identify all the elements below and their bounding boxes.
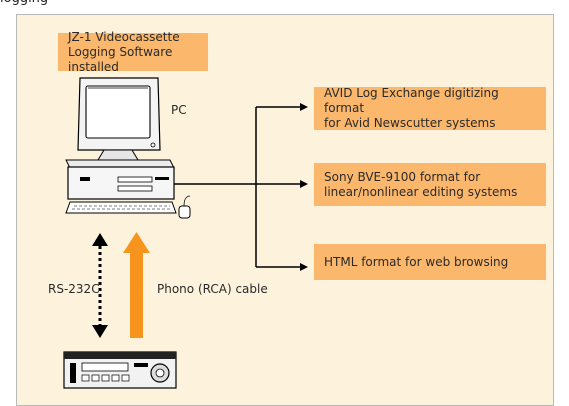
phono-cable-arrow	[123, 232, 150, 338]
output-box-avid: AVID Log Exchange digitizing format for …	[314, 86, 546, 130]
software-box: JZ-1 Videocassette Logging Software inst…	[58, 30, 208, 74]
software-box-text: JZ-1 Videocassette Logging Software inst…	[68, 29, 180, 74]
pc-label: PC	[171, 103, 187, 117]
output-box-html-text: HTML format for web browsing	[324, 254, 509, 269]
mouse-icon	[178, 195, 191, 219]
rs232c-bidirectional-arrow	[92, 233, 108, 338]
phono-cable-label: Phono (RCA) cable	[157, 282, 268, 296]
vcr-deck-icon	[63, 351, 177, 389]
cropped-heading: logging	[0, 0, 569, 14]
output-connector-lines	[174, 103, 308, 271]
output-box-avid-text: AVID Log Exchange digitizing format for …	[324, 86, 499, 130]
pc-case-icon	[65, 159, 175, 200]
output-box-sony: Sony BVE-9100 format for linear/nonlinea…	[314, 163, 546, 206]
keyboard-icon	[65, 201, 177, 214]
output-box-sony-text: Sony BVE-9100 format for linear/nonlinea…	[324, 169, 518, 199]
cropped-heading-text: logging	[0, 0, 48, 6]
rs232c-label: RS-232C	[48, 282, 100, 296]
output-box-html: HTML format for web browsing	[314, 244, 546, 280]
pc-monitor-icon	[77, 77, 161, 161]
